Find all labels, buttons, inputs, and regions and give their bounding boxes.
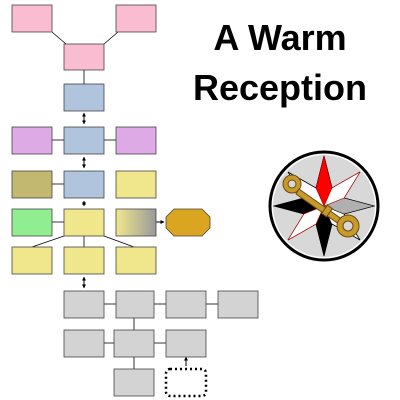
gray-box-r2-2 — [113, 329, 155, 358]
green-box — [11, 208, 53, 237]
yellow-box-top-right — [115, 170, 157, 199]
yellow-box-bottom-right — [115, 246, 157, 275]
gray-box-r1-4 — [217, 290, 259, 319]
gray-box-r3-1 — [113, 368, 155, 397]
pink-box-center — [63, 43, 105, 71]
arrows — [82, 112, 188, 366]
blue-box-2 — [63, 126, 105, 155]
gold-octagon — [165, 208, 211, 237]
gray-box-r2-1 — [63, 329, 105, 358]
olive-box — [11, 170, 53, 199]
gray-box-r1-1 — [63, 290, 105, 319]
gray-box-r1-3 — [165, 290, 207, 319]
pink-box-right — [115, 4, 157, 33]
key-icon — [282, 174, 360, 238]
pink-box-left — [11, 4, 53, 33]
gray-box-r2-3 — [165, 329, 207, 358]
key-star-badge — [268, 150, 380, 262]
blue-box-1 — [63, 83, 105, 112]
gradient-box — [115, 208, 157, 237]
gray-box-r1-2 — [115, 290, 155, 319]
connector-lines — [31, 31, 218, 369]
boxes — [11, 4, 259, 398]
yellow-box-bottom-center — [63, 246, 105, 275]
purple-box-left — [11, 126, 53, 155]
title-line-1: A Warm — [213, 17, 347, 58]
purple-box-right — [115, 126, 157, 155]
blue-box-3 — [63, 170, 105, 199]
dotted-box — [164, 367, 208, 398]
yellow-box-bottom-left — [11, 246, 53, 275]
title-line-2: Reception — [192, 67, 368, 108]
yellow-box-center — [63, 208, 105, 237]
